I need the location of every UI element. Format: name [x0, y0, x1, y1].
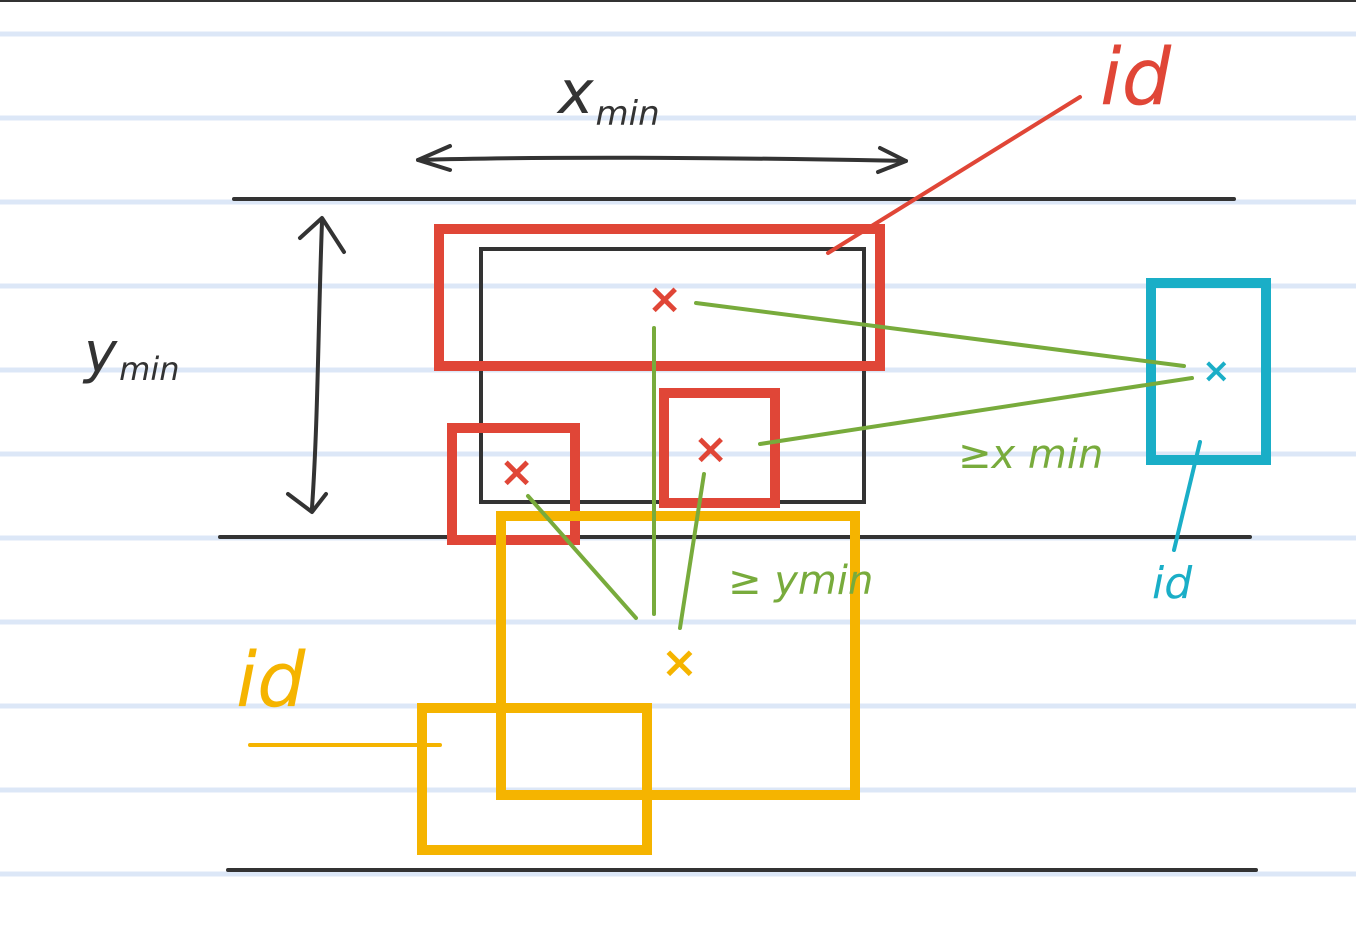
red-id-label: id — [1100, 33, 1172, 123]
green-line-red-to-cyan — [694, 301, 1186, 368]
green-line-yellow-to-redleft — [526, 494, 638, 620]
green-line-yellow-to-redright — [678, 472, 706, 630]
green-connections — [526, 301, 1194, 630]
red-box-small-left — [447, 423, 580, 545]
red-box-small-right — [659, 388, 780, 508]
cyan-id-label: id — [1152, 558, 1193, 609]
red-box-large — [434, 224, 885, 371]
y-min-label: ymin — [82, 321, 179, 388]
cyan-id-pointer — [1172, 440, 1202, 552]
cross-mark-icon: × — [1202, 351, 1231, 391]
yellow-box-large — [496, 511, 860, 800]
row-boundaries — [218, 197, 1258, 872]
x-min-label: xmin — [556, 58, 660, 134]
yellow-boxes — [417, 511, 860, 855]
cross-mark-icon: × — [647, 274, 682, 323]
cross-mark-icon: × — [661, 637, 698, 688]
green-line-redsmall-to-cyan — [758, 376, 1194, 446]
double-arrow-vertical-icon — [286, 216, 346, 514]
ge-x-min-label: ≥x min — [958, 432, 1103, 478]
red-boxes — [434, 224, 885, 545]
yellow-id-label: id — [236, 635, 306, 724]
double-arrow-horizontal-icon — [416, 144, 908, 174]
yellow-box-small — [417, 703, 652, 855]
red-id-pointer — [826, 95, 1082, 255]
cyan-box — [1146, 278, 1271, 465]
ge-y-min-label: ≥ ymin — [728, 558, 873, 604]
cross-mark-icon: × — [499, 447, 534, 496]
cross-mark-icon: × — [693, 424, 728, 473]
